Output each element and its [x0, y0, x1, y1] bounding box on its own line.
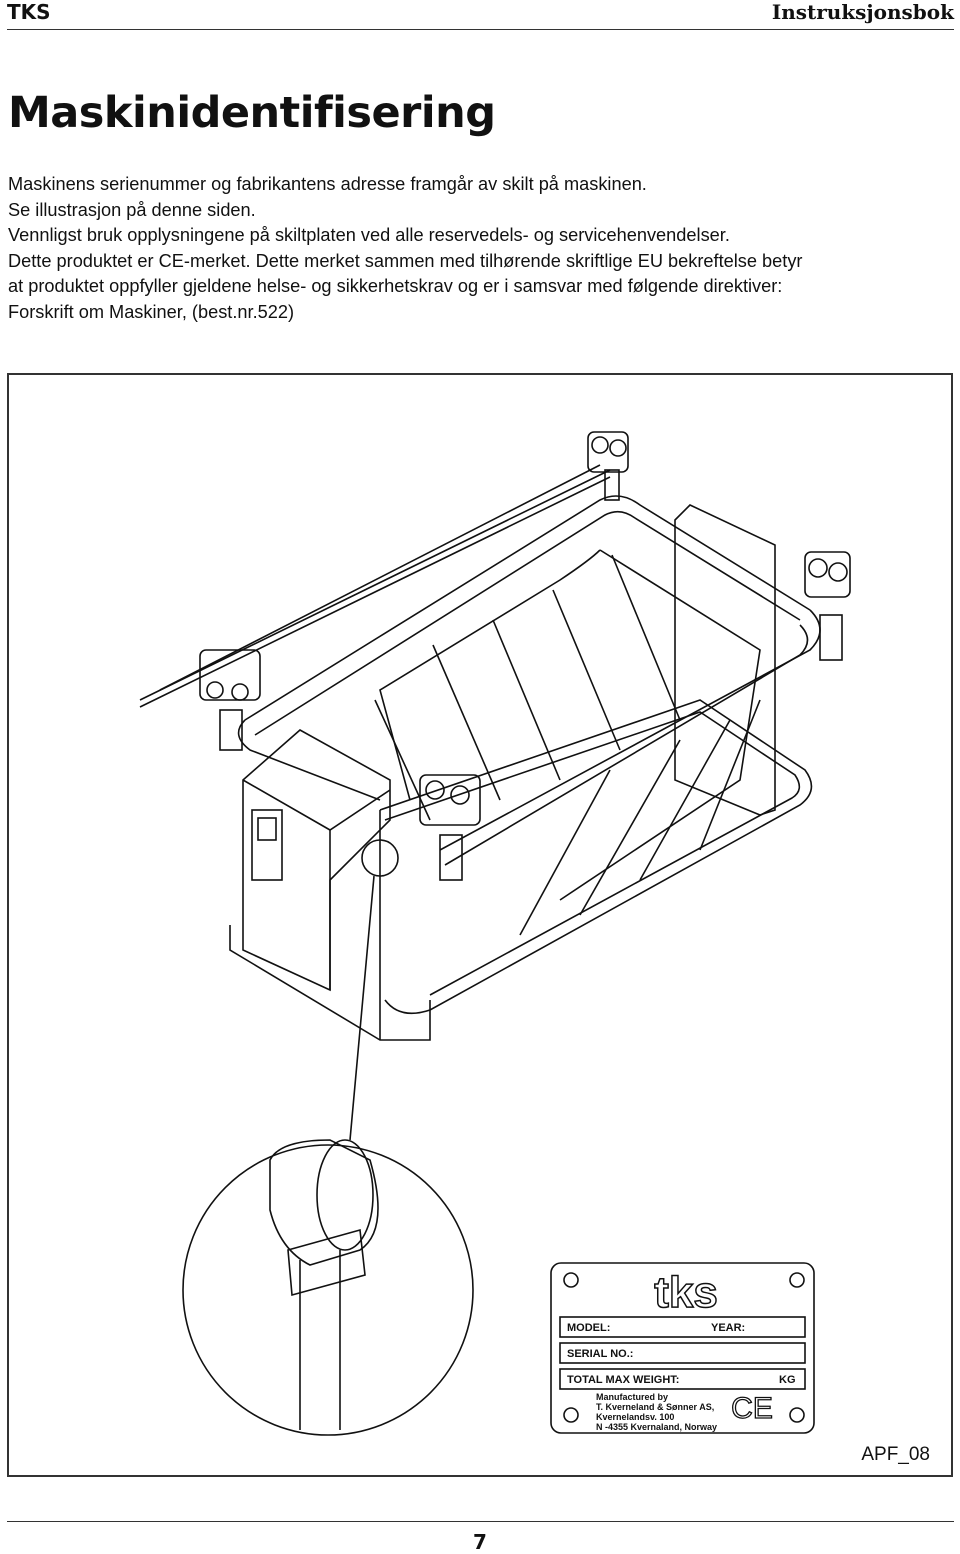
plate-manufacturer-line: Manufactured by: [596, 1392, 668, 1402]
body-line: Forskrift om Maskiner, (best.nr.522): [8, 301, 295, 322]
control-cabinet: [242, 729, 391, 992]
id-plate: tks MODEL: YEAR: SERIAL NO.: TOTAL MAX W…: [550, 1262, 815, 1434]
overhead-rail: [139, 464, 611, 708]
body-text: Maskinens serienummer og fabrikantens ad…: [8, 172, 958, 325]
body-line: Dette produktet er CE-merket. Dette merk…: [8, 250, 803, 271]
plate-manufacturer-line: Kvernelandsv. 100: [596, 1412, 674, 1422]
page-title: Maskinidentifisering: [8, 88, 496, 138]
body-line: Se illustrasjon på denne siden.: [8, 199, 256, 220]
page-number: 7: [473, 1530, 487, 1554]
footer-rule: [7, 1521, 954, 1522]
figure-label: APF_08: [861, 1444, 930, 1465]
illustration-frame: [7, 373, 953, 1477]
ce-mark: CE: [731, 1392, 773, 1425]
end-plate: [674, 504, 776, 816]
base: [229, 925, 431, 1041]
lower-frame: [379, 699, 813, 1015]
plate-logo: tks: [654, 1268, 718, 1317]
trolley-left: [199, 649, 261, 751]
plate-serial-label: SERIAL NO.:: [567, 1348, 633, 1360]
plate-year-label: YEAR:: [711, 1322, 745, 1334]
page-header: TKS Instruksjonsbok: [0, 0, 960, 30]
plate-weight-label: TOTAL MAX WEIGHT:: [567, 1374, 679, 1386]
header-brand: TKS: [7, 0, 51, 24]
plate-manufacturer-line: N -4355 Kvernaland, Norway: [596, 1422, 717, 1432]
header-rule: [7, 29, 954, 30]
header-doc-title: Instruksjonsbok: [771, 0, 954, 24]
body-line: Vennligst bruk opplysningene på skiltpla…: [8, 225, 730, 245]
magnified-detail: [182, 1139, 474, 1436]
trolley-right: [804, 551, 851, 661]
tank-body: [374, 549, 761, 901]
upper-frame: [237, 495, 821, 866]
body-line: at produktet oppfyller gjeldene helse- o…: [8, 276, 783, 296]
callout-leader: [349, 839, 399, 1141]
trolley-top: [587, 431, 629, 501]
plate-manufacturer-line: T. Kverneland & Sønner AS,: [596, 1402, 714, 1412]
plate-weight-unit: KG: [779, 1374, 796, 1386]
plate-model-label: MODEL:: [567, 1322, 610, 1334]
body-line: Maskinens serienummer og fabrikantens ad…: [8, 174, 647, 194]
